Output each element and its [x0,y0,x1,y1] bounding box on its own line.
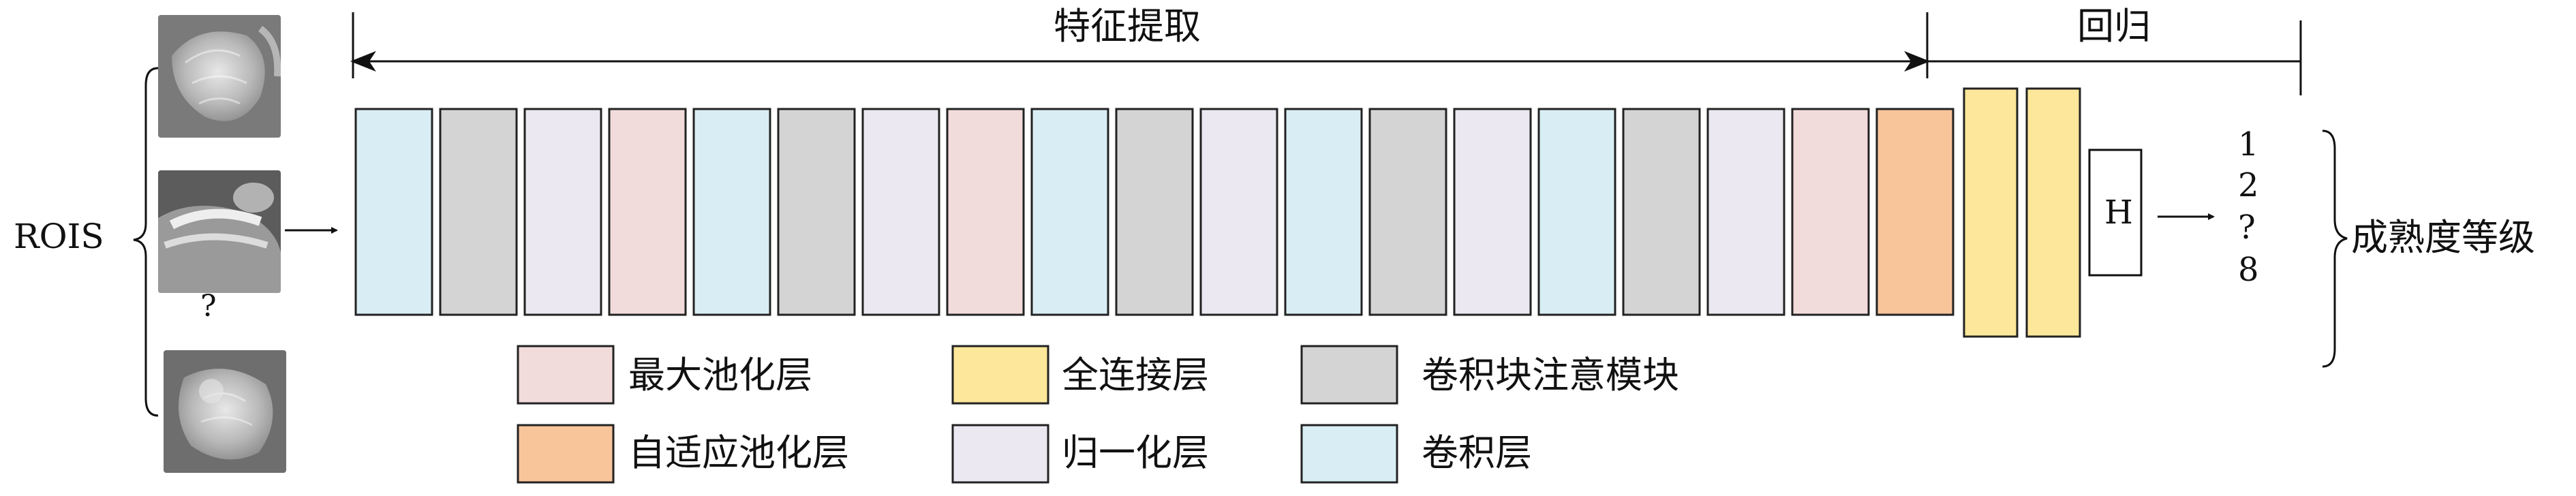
output-class-1: 1 [2238,125,2259,164]
regression-span [1927,20,2302,95]
legend-swatch-conv-attn [1300,345,1398,405]
roi-image-1 [158,15,281,138]
legend-label-conv-attn: 卷积块注意模块 [1422,354,1679,397]
layer-block-max-pool [1791,108,1870,316]
legend-label-fc: 全连接层 [1062,354,1209,397]
legend-swatch-fc [951,345,1049,405]
legend-label-adaptive-pool: 自适应池化层 [628,431,849,474]
input-brace [133,67,159,417]
output-class-ellipsis: ? [2238,208,2256,247]
layer-block-adaptive-pool [1875,108,1954,316]
layer-block-conv [354,108,433,316]
layer-block-conv-attn [1115,108,1194,316]
layer-block-conv-attn [777,108,856,316]
maturity-level-label: 成熟度等级 [2351,216,2535,259]
layer-block-conv-attn [1622,108,1701,316]
layer-block-conv [1537,108,1616,316]
layer-block-norm [1199,108,1278,316]
head-box [2088,149,2143,277]
layer-block-conv [692,108,771,316]
legend [517,345,1398,484]
feature-extraction-span [350,12,1931,78]
layer-block-max-pool [608,108,687,316]
roi-image-2 [158,170,281,293]
feature-extraction-label: 特征提取 [1054,5,1201,48]
layer-block-conv [1030,108,1109,316]
head-label: H [2104,193,2133,232]
input-ellipsis: ? [200,289,217,324]
layer-block-fc [1963,87,2019,338]
legend-swatch-norm [951,424,1049,484]
layer-block-norm [1453,108,1532,316]
legend-label-norm: 归一化层 [1062,431,1209,474]
legend-swatch-max-pool [517,345,615,405]
rois-label: ROIS [14,217,104,256]
layer-block-norm [861,108,940,316]
layer-block-conv-attn [1368,108,1447,316]
legend-swatch-adaptive-pool [517,424,615,484]
regression-label: 回归 [2077,5,2151,48]
layer-block-norm [523,108,602,316]
layer-block-conv-attn [439,108,518,316]
layer-block-fc [2025,87,2081,338]
legend-label-max-pool: 最大池化层 [628,354,812,397]
layer-block-norm [1706,108,1785,316]
roi-image-3 [164,350,286,473]
legend-swatch-conv [1300,424,1398,484]
layer-block-conv [1284,108,1363,316]
output-class-2: 2 [2238,166,2259,204]
regression-layer-stack [1963,87,2081,338]
output-class-8: 8 [2238,251,2259,289]
output-brace [2322,129,2348,368]
layer-block-max-pool [946,108,1025,316]
feature-layer-stack [354,108,1954,316]
legend-label-conv: 卷积层 [1422,431,1532,474]
